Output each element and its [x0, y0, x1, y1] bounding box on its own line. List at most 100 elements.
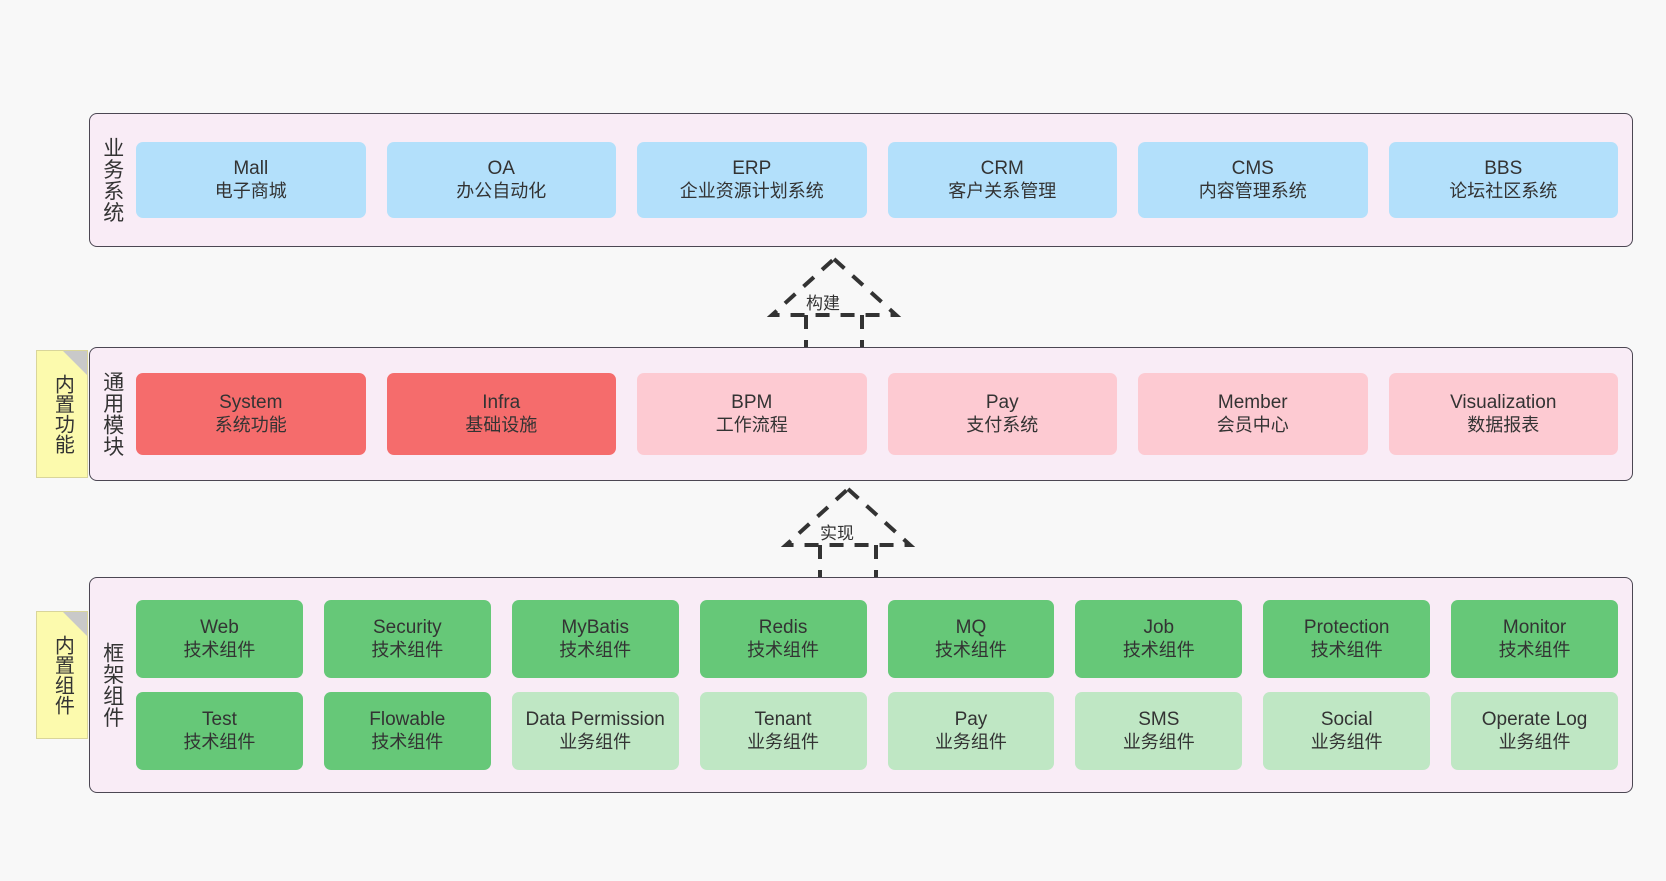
box-row: Web 技术组件 Security 技术组件 MyBatis 技术组件 Redi…	[136, 600, 1618, 678]
layer-business-system[interactable]: 业务系统 Mall 电子商城 OA 办公自动化 ERP 企业资源计划系统 CRM…	[89, 113, 1633, 247]
component-box-operate-log[interactable]: Operate Log 业务组件	[1451, 692, 1618, 770]
layer-body-business-system: Mall 电子商城 OA 办公自动化 ERP 企业资源计划系统 CRM 客户关系…	[134, 114, 1632, 246]
box-title: OA	[487, 158, 515, 180]
box-subtitle: 技术组件	[183, 731, 256, 752]
box-title: Tenant	[754, 709, 812, 731]
box-subtitle: 基础设施	[465, 414, 538, 435]
layer-body-common-module: System 系统功能 Infra 基础设施 BPM 工作流程 Pay 支付系统…	[134, 348, 1632, 480]
box-subtitle: 客户关系管理	[948, 180, 1057, 201]
module-box-pay[interactable]: Pay 支付系统	[887, 373, 1117, 455]
box-title: Social	[1320, 709, 1373, 731]
component-box-data-permission[interactable]: Data Permission 业务组件	[511, 692, 679, 770]
sticky-note-builtin-functions[interactable]: 内置功能	[36, 350, 88, 478]
box-title: Monitor	[1502, 617, 1567, 639]
module-box-member[interactable]: Member 会员中心	[1138, 373, 1368, 455]
box-title: Security	[372, 617, 442, 639]
box-subtitle: 业务组件	[1122, 731, 1195, 752]
box-title: SMS	[1138, 709, 1180, 731]
layer-body-framework-component: Web 技术组件 Security 技术组件 MyBatis 技术组件 Redi…	[134, 578, 1632, 792]
component-box-social[interactable]: Social 业务组件	[1263, 692, 1431, 770]
box-subtitle: 技术组件	[1498, 639, 1571, 660]
box-subtitle: 内容管理系统	[1198, 180, 1307, 201]
box-title: Test	[202, 709, 237, 731]
system-box-erp[interactable]: ERP 企业资源计划系统	[637, 142, 867, 218]
component-box-security[interactable]: Security 技术组件	[323, 600, 491, 678]
layer-framework-component[interactable]: 框架组件 Web 技术组件 Security 技术组件 MyBatis 技术组件…	[89, 577, 1633, 793]
box-subtitle: 支付系统	[966, 414, 1039, 435]
system-box-crm[interactable]: CRM 客户关系管理	[887, 142, 1117, 218]
system-box-bbs[interactable]: BBS 论坛社区系统	[1388, 142, 1618, 218]
box-subtitle: 论坛社区系统	[1449, 180, 1558, 201]
system-box-cms[interactable]: CMS 内容管理系统	[1138, 142, 1368, 218]
arrow-label-build: 构建	[806, 294, 840, 313]
box-title: Pay	[954, 709, 988, 731]
box-title: Infra	[482, 392, 521, 414]
box-subtitle: 办公自动化	[456, 180, 547, 201]
box-title: Pay	[985, 392, 1019, 414]
layer-title-business-system: 业务系统	[100, 137, 124, 223]
box-subtitle: 业务组件	[1498, 731, 1571, 752]
box-subtitle: 系统功能	[214, 414, 287, 435]
box-title: Redis	[758, 617, 808, 639]
box-title: Operate Log	[1481, 709, 1588, 731]
component-box-pay[interactable]: Pay 业务组件	[887, 692, 1055, 770]
sticky-note-label: 内置组件	[51, 635, 74, 715]
arrow-shaft	[804, 315, 864, 353]
sticky-note-label: 内置功能	[51, 374, 74, 454]
box-title: ERP	[732, 158, 772, 180]
component-box-test[interactable]: Test 技术组件	[136, 692, 303, 770]
box-subtitle: 会员中心	[1216, 414, 1289, 435]
layer-title-framework-component: 框架组件	[100, 642, 124, 728]
layer-title-common-module: 通用模块	[100, 371, 124, 457]
box-subtitle: 技术组件	[747, 639, 820, 660]
component-box-mybatis[interactable]: MyBatis 技术组件	[511, 600, 679, 678]
module-box-visualization[interactable]: Visualization 数据报表	[1388, 373, 1618, 455]
box-subtitle: 业务组件	[559, 731, 632, 752]
module-box-system[interactable]: System 系统功能	[136, 373, 366, 455]
box-subtitle: 业务组件	[934, 731, 1007, 752]
box-title: BBS	[1484, 158, 1523, 180]
box-title: Web	[200, 617, 239, 639]
box-subtitle: 技术组件	[934, 639, 1007, 660]
layer-common-module[interactable]: 通用模块 System 系统功能 Infra 基础设施 BPM 工作流程 Pay…	[89, 347, 1633, 481]
box-subtitle: 技术组件	[371, 639, 444, 660]
component-box-flowable[interactable]: Flowable 技术组件	[323, 692, 491, 770]
box-subtitle: 技术组件	[183, 639, 256, 660]
box-subtitle: 技术组件	[1310, 639, 1383, 660]
box-subtitle: 企业资源计划系统	[679, 180, 824, 201]
component-box-protection[interactable]: Protection 技术组件	[1263, 600, 1431, 678]
system-box-oa[interactable]: OA 办公自动化	[386, 142, 616, 218]
component-box-mq[interactable]: MQ 技术组件	[887, 600, 1055, 678]
box-title: CMS	[1231, 158, 1274, 180]
box-row: Test 技术组件 Flowable 技术组件 Data Permission …	[136, 692, 1618, 770]
box-subtitle: 业务组件	[747, 731, 820, 752]
component-box-sms[interactable]: SMS 业务组件	[1075, 692, 1243, 770]
box-subtitle: 工作流程	[715, 414, 788, 435]
system-box-mall[interactable]: Mall 电子商城	[136, 142, 366, 218]
component-box-monitor[interactable]: Monitor 技术组件	[1451, 600, 1618, 678]
box-row: Mall 电子商城 OA 办公自动化 ERP 企业资源计划系统 CRM 客户关系…	[136, 142, 1618, 218]
box-subtitle: 技术组件	[1122, 639, 1195, 660]
box-title: Job	[1143, 617, 1175, 639]
box-title: MQ	[955, 617, 987, 639]
arrow-label-implement: 实现	[820, 524, 854, 543]
component-box-redis[interactable]: Redis 技术组件	[699, 600, 867, 678]
module-box-bpm[interactable]: BPM 工作流程	[637, 373, 867, 455]
component-box-tenant[interactable]: Tenant 业务组件	[699, 692, 867, 770]
arrow-shaft	[818, 545, 878, 583]
box-title: BPM	[731, 392, 773, 414]
sticky-note-builtin-components[interactable]: 内置组件	[36, 611, 88, 739]
box-subtitle: 业务组件	[1310, 731, 1383, 752]
box-title: Protection	[1303, 617, 1390, 639]
box-title: Member	[1217, 392, 1288, 414]
box-subtitle: 数据报表	[1467, 414, 1540, 435]
box-title: CRM	[980, 158, 1024, 180]
box-subtitle: 技术组件	[371, 731, 444, 752]
box-title: System	[219, 392, 283, 414]
box-title: Data Permission	[525, 709, 665, 731]
module-box-infra[interactable]: Infra 基础设施	[386, 373, 616, 455]
box-title: MyBatis	[561, 617, 629, 639]
component-box-job[interactable]: Job 技术组件	[1075, 600, 1243, 678]
component-box-web[interactable]: Web 技术组件	[136, 600, 303, 678]
